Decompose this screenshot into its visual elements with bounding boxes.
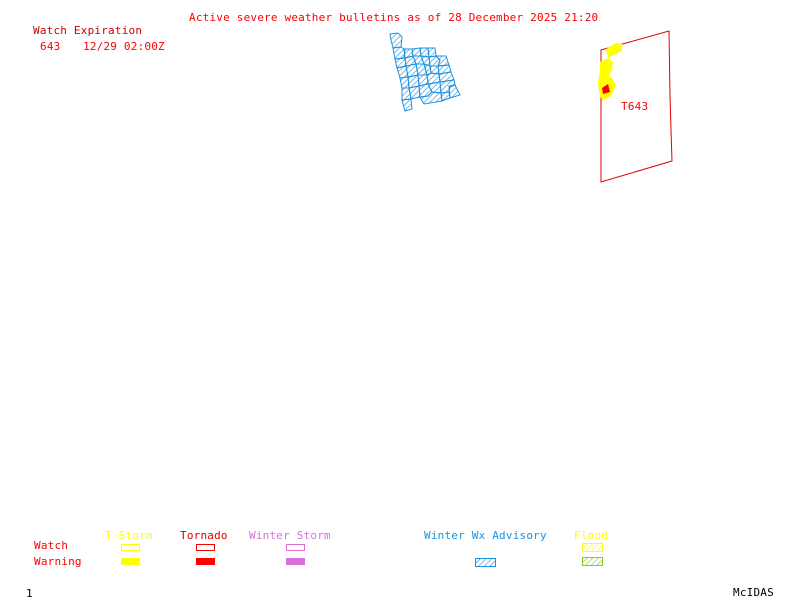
- legend-winter-storm-warning-swatch: [286, 558, 305, 565]
- legend-winter-advisory-label: Winter Wx Advisory: [424, 529, 547, 542]
- legend-flood-warning-swatch: [582, 557, 603, 566]
- legend-flood-label: Flood: [574, 529, 609, 542]
- legend-row-warning: Warning: [34, 555, 82, 568]
- legend-tstorm-watch-swatch: [121, 544, 140, 551]
- legend-tornado-warning-swatch: [196, 558, 215, 565]
- tstorm-warning-area: [598, 43, 622, 101]
- watch-label-t643: T643: [621, 100, 649, 113]
- watch-expiration-heading: Watch Expiration: [33, 24, 143, 37]
- legend-winter-storm-label: Winter Storm: [249, 529, 331, 542]
- frame-number: 1: [26, 587, 33, 600]
- winter-wx-advisory-area: [389, 32, 461, 112]
- legend-winter-storm-watch-swatch: [286, 544, 305, 551]
- legend-tstorm-label: T-Storm: [105, 529, 153, 542]
- legend-tornado-label: Tornado: [180, 529, 228, 542]
- legend-tstorm-warning-swatch: [121, 558, 140, 565]
- mcidas-brand: McIDAS: [733, 586, 774, 599]
- page-title: Active severe weather bulletins as of 28…: [189, 11, 599, 24]
- tornado-watch-t643: [600, 30, 673, 183]
- legend-winter-advisory-warning-swatch: [475, 558, 496, 567]
- legend-flood-watch-swatch: [582, 543, 603, 552]
- tornado-warning-area: [602, 84, 610, 94]
- watch-expiration-time: 12/29 02:00Z: [83, 40, 165, 53]
- watch-id: 643: [40, 40, 61, 53]
- legend-row-watch: Watch: [34, 539, 69, 552]
- legend-tornado-watch-swatch: [196, 544, 215, 551]
